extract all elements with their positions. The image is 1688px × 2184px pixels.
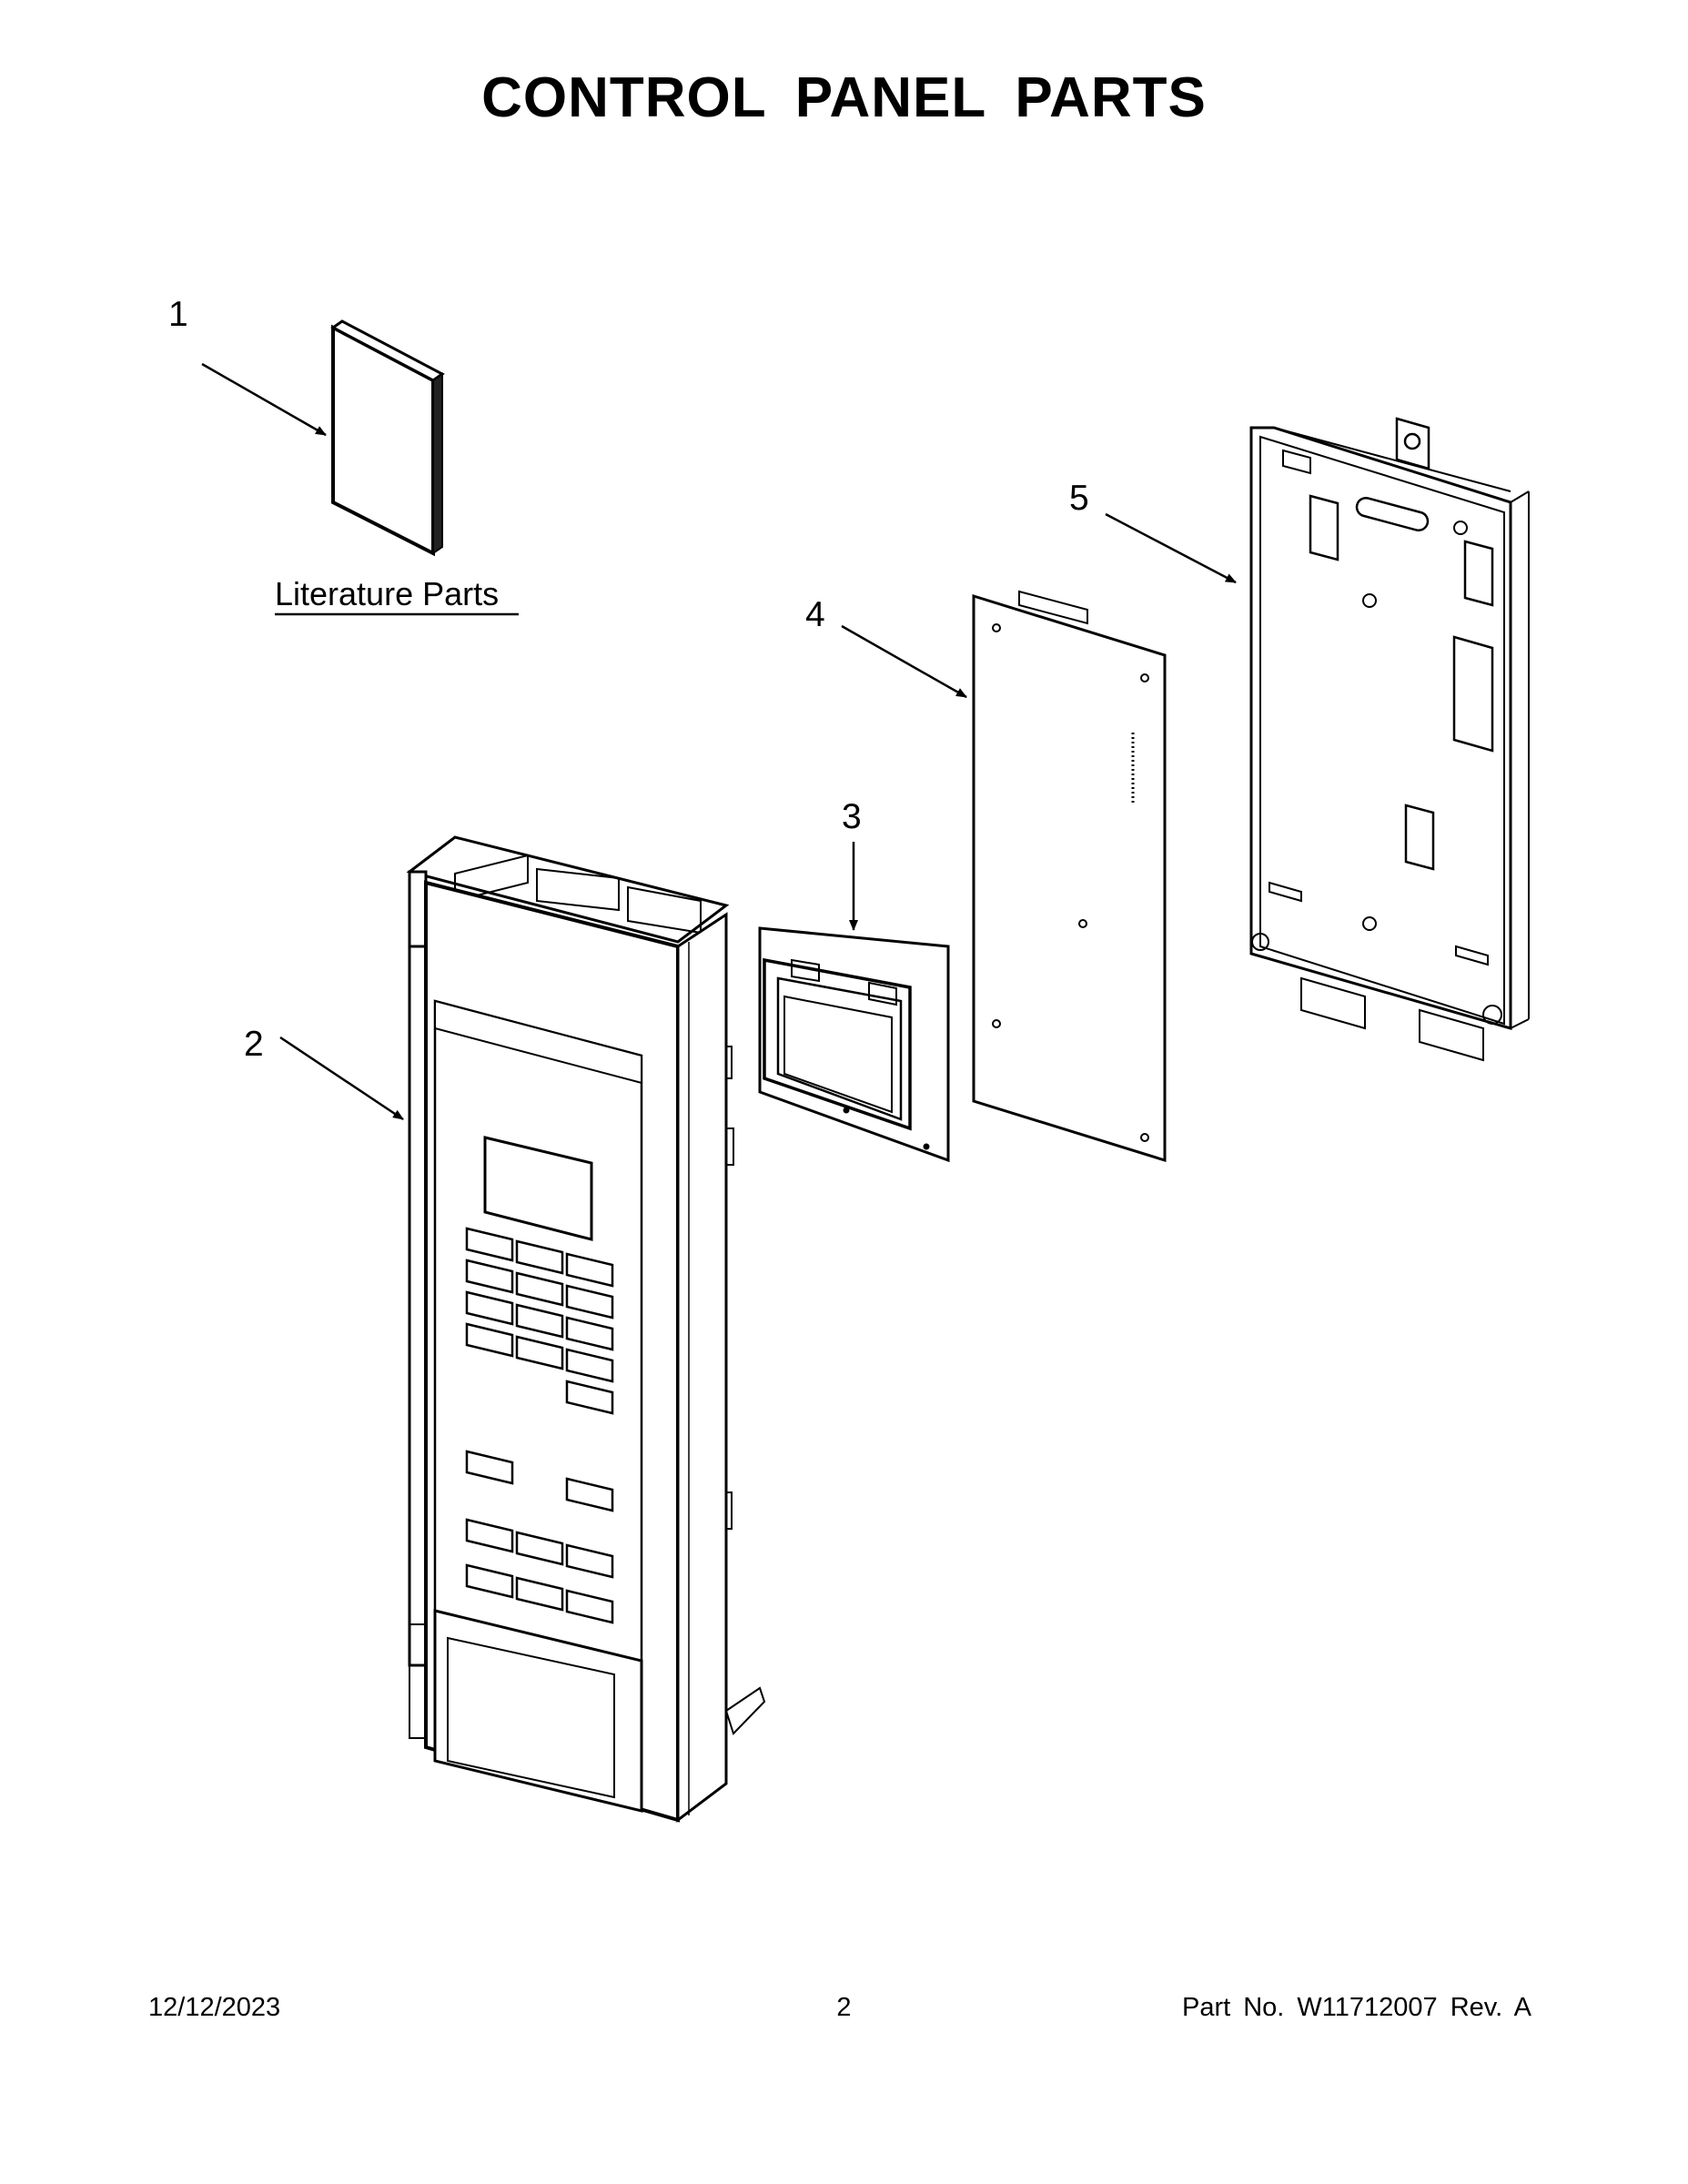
leader-arrow-2	[279, 1036, 404, 1121]
part-1-literature-booklet[interactable]	[330, 319, 445, 557]
page-title: CONTROL PANEL PARTS	[481, 66, 1207, 129]
part-3-display-module[interactable]	[758, 926, 950, 1163]
leader-arrow-5	[1105, 512, 1237, 584]
callout-5: 5	[1069, 479, 1089, 518]
callout-3: 3	[842, 797, 862, 836]
leader-arrow-4	[841, 624, 967, 699]
footer-date: 12/12/2023	[148, 1993, 281, 2022]
leader-arrow-1	[201, 362, 327, 437]
footer-page-number: 2	[836, 1993, 852, 2022]
callout-1: 1	[168, 295, 188, 334]
footer-part-number: Part No. W11712007 Rev. A	[1181, 1993, 1531, 2022]
callout-2: 2	[244, 1025, 264, 1064]
part-4-control-board[interactable]	[972, 590, 1167, 1163]
literature-parts-label: Literature Parts	[275, 575, 499, 612]
part-2-control-panel-assembly[interactable]	[406, 835, 766, 1824]
callout-4: 4	[805, 595, 825, 634]
part-5-mounting-bracket[interactable]	[1249, 417, 1530, 1062]
